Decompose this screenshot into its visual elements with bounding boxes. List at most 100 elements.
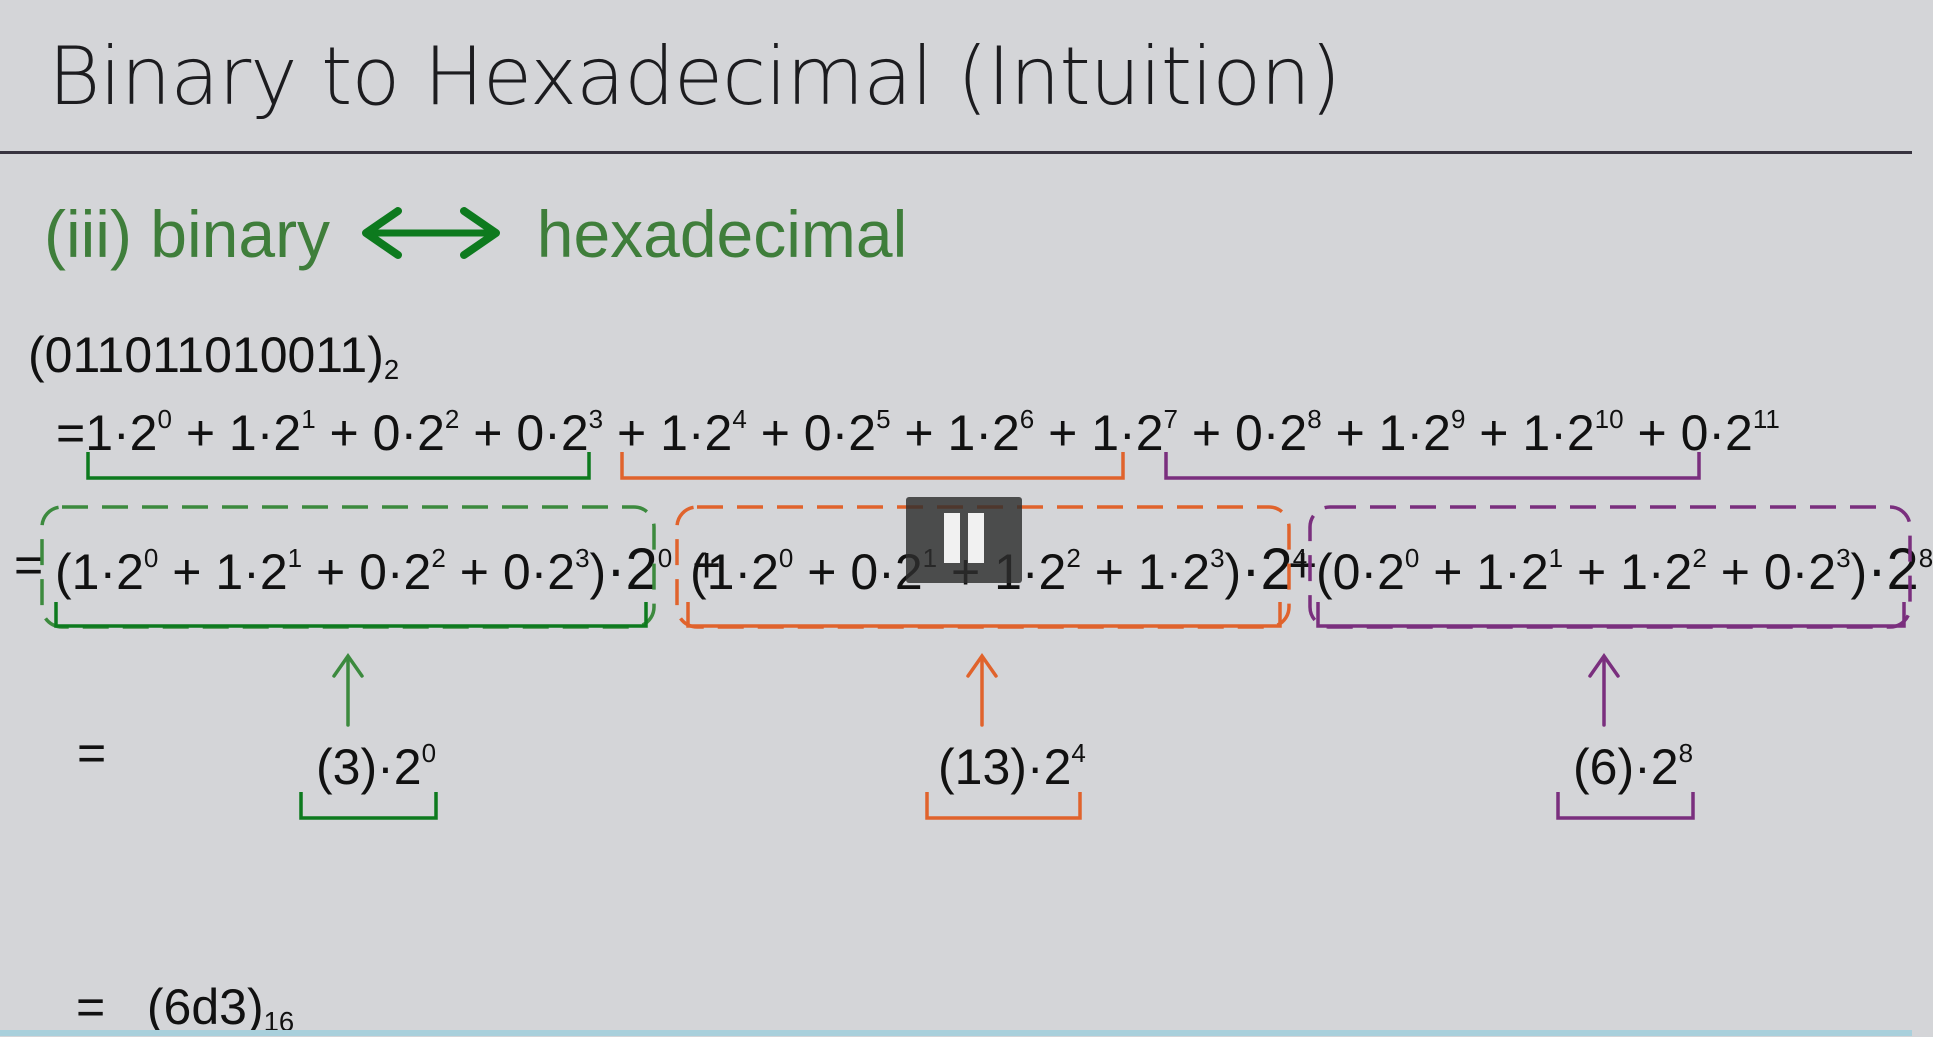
group-box-green — [40, 505, 656, 629]
power-term: 1·2 — [228, 405, 302, 461]
final-result: = (6d3)16 — [76, 979, 295, 1037]
exponent: 1 — [301, 403, 316, 434]
plus-sign: + — [1034, 405, 1092, 461]
exponent: 4 — [1071, 737, 1086, 768]
group-orange-result: (13)·24 — [938, 738, 1086, 796]
exponent: 7 — [1163, 403, 1178, 434]
plus-sign: + — [445, 544, 503, 600]
exponent: 2 — [1692, 542, 1707, 573]
exponent: 2 — [1066, 542, 1081, 573]
plus-sign: + — [315, 405, 373, 461]
plus-sign: + — [1177, 405, 1235, 461]
bracket-orange-line1 — [620, 452, 1125, 480]
exponent: 0 — [1404, 542, 1420, 573]
exponent: 2 — [431, 542, 446, 573]
power-term: 1·2 — [215, 544, 288, 600]
exponent: 6 — [1019, 403, 1035, 434]
power-term: 0·2 — [1332, 544, 1405, 600]
plus-sign: + — [1465, 405, 1523, 461]
exponent: 3 — [1210, 542, 1225, 573]
exponent: 3 — [575, 542, 590, 573]
plus-sign: + — [1419, 544, 1477, 600]
bracket-orange-line2 — [686, 602, 1282, 628]
exponent: 11 — [1752, 403, 1780, 434]
group-box-purple — [1308, 505, 1912, 629]
group-value: (13) — [938, 739, 1027, 795]
plus-sign: + — [171, 405, 229, 461]
paren: ) — [1850, 544, 1868, 600]
exponent: 9 — [1450, 403, 1466, 434]
group-green-expression: (1·20 + 1·21 + 0·22 + 0·23)·20 — [55, 536, 672, 603]
exponent: 5 — [876, 403, 891, 434]
bracket-purple-line1 — [1164, 452, 1701, 480]
power-term: 1·2 — [1137, 544, 1211, 600]
paren: ) — [1224, 544, 1242, 600]
plus-sign: + — [1080, 544, 1138, 600]
paren: ( — [690, 544, 707, 600]
paren: ) — [589, 544, 607, 600]
group-value: (3) — [316, 739, 378, 795]
bracket-purple-line3 — [1556, 792, 1695, 820]
power-term: 0·2 — [1234, 405, 1308, 461]
title-divider — [0, 151, 1912, 154]
plus-sign: + — [890, 405, 948, 461]
power-term: 0·2 — [803, 405, 877, 461]
outer-power: ·2 — [606, 537, 658, 602]
bracket-green-line2 — [54, 602, 648, 628]
outer-exponent: 8 — [1918, 542, 1933, 573]
base-two: ·2 — [377, 739, 422, 795]
plus-sign: + — [459, 405, 517, 461]
exponent: 8 — [1678, 737, 1694, 768]
power-term: 0·2 — [502, 544, 576, 600]
arrow-up-icon — [332, 652, 364, 727]
exponent: 0 — [157, 403, 172, 434]
group-green-result: (3)·20 — [316, 738, 436, 796]
power-term: 1·2 — [706, 544, 779, 600]
power-term: 1·2 — [71, 544, 144, 600]
power-term: 1·2 — [85, 405, 158, 461]
base-two: ·2 — [1026, 739, 1072, 795]
arrow-up-icon — [1588, 652, 1620, 727]
expansion-line: =1·20 + 1·21 + 0·22 + 0·23 + 1·24 + 0·25… — [56, 403, 1780, 461]
power-term: 0·2 — [1763, 544, 1837, 600]
power-term: 1·2 — [1476, 544, 1549, 600]
power-term: 0·2 — [359, 544, 432, 600]
power-term: 1·2 — [1522, 405, 1595, 461]
exponent: 10 — [1594, 403, 1624, 434]
exponent: 3 — [1836, 542, 1851, 573]
exponent: 8 — [1307, 403, 1322, 434]
paren: ( — [1316, 544, 1333, 600]
plus-sign: + — [302, 544, 360, 600]
arrow-up-icon — [966, 652, 998, 727]
bracket-green-line3 — [299, 792, 438, 820]
plus-sign: + — [158, 544, 216, 600]
subtitle-left: (iii) binary — [44, 197, 331, 271]
plus-sign: + — [692, 537, 722, 593]
power-term: 1·2 — [660, 405, 733, 461]
plus-sign: + — [1288, 537, 1318, 593]
exponent: 0 — [143, 542, 159, 573]
results-prefix: = — [77, 725, 107, 781]
plus-sign: + — [793, 544, 851, 600]
plus-sign: + — [1623, 405, 1681, 461]
group-purple-result: (6)·28 — [1573, 738, 1693, 796]
power-term: 1·2 — [1091, 405, 1164, 461]
power-term: 0·2 — [516, 405, 589, 461]
exponent: 0 — [421, 737, 437, 768]
power-term: 1·2 — [1378, 405, 1451, 461]
plus-sign: + — [1706, 544, 1764, 600]
power-term: 1·2 — [947, 405, 1020, 461]
group-value: (6) — [1573, 739, 1635, 795]
exponent: 0 — [778, 542, 794, 573]
bracket-orange-line3 — [925, 792, 1082, 820]
power-term: 0·2 — [1680, 405, 1753, 461]
outer-power: ·2 — [1241, 537, 1293, 602]
paren: ( — [55, 544, 72, 600]
binary-number: (011011010011)2 — [28, 327, 400, 385]
pause-button[interactable] — [906, 497, 1022, 583]
plus-sign: + — [1563, 544, 1621, 600]
video-progress-bar[interactable] — [0, 1030, 1912, 1036]
exponent: 1 — [287, 542, 303, 573]
exponent: 4 — [732, 403, 747, 434]
power-term: 1·2 — [1620, 544, 1693, 600]
